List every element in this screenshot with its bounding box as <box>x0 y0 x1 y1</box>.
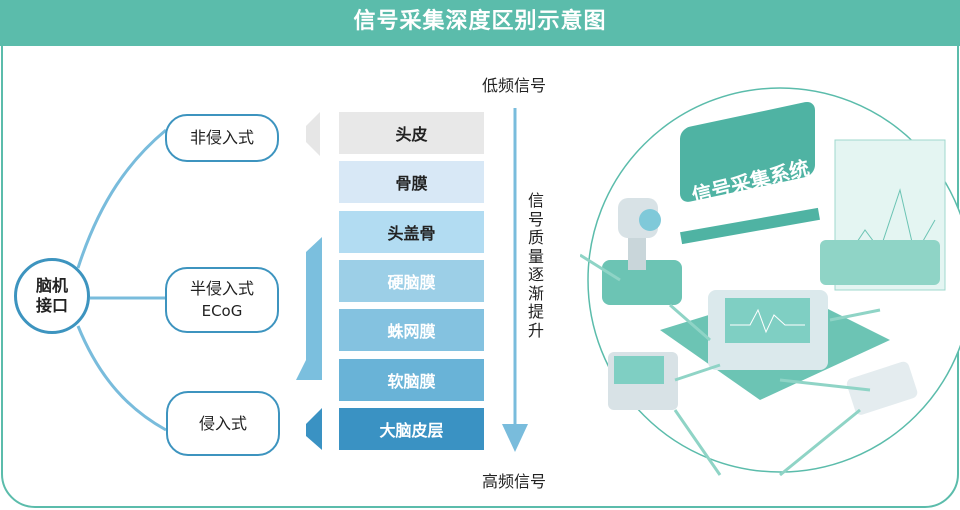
axis-middle-label: 信号质量逐渐提升 <box>528 191 545 340</box>
connector-noninvasive <box>76 128 167 269</box>
signal-system-illustration: 信号采集系统 <box>580 87 960 477</box>
connector-plug-icon <box>846 361 918 415</box>
layer-0: 头皮 <box>339 112 484 154</box>
cables <box>580 253 881 477</box>
root-line2: 接口 <box>35 296 68 315</box>
layer-5: 软脑膜 <box>339 358 484 401</box>
layer-2: 头盖骨 <box>339 210 484 253</box>
category-label: 非侵入式 <box>189 128 254 147</box>
axis-top-label: 低频信号 <box>482 76 547 95</box>
layer-3: 硬脑膜 <box>339 259 484 302</box>
root-line1: 脑机 <box>35 276 68 295</box>
quality-arrow-head <box>502 424 528 452</box>
category-noninvasive: 非侵入式 <box>165 114 279 162</box>
category-label: 半侵入式 <box>189 279 254 298</box>
category-label: 侵入式 <box>198 413 247 433</box>
layer-4: 蛛网膜 <box>339 309 484 352</box>
layer-6: 大脑皮层 <box>339 407 484 450</box>
page-title: 信号采集深度区别示意图 <box>0 0 960 46</box>
bracket-noninvasive <box>306 112 320 156</box>
axis-bottom-label: 高频信号 <box>482 472 547 491</box>
camera-icon <box>602 198 682 305</box>
category-sublabel: ECoG <box>201 302 243 320</box>
sign-board-icon: 信号采集系统 <box>680 101 820 245</box>
bracket-invasive <box>306 408 322 450</box>
category-semi-invasive: 半侵入式 ECoG <box>165 267 279 333</box>
monitor-panel-icon <box>820 139 946 291</box>
category-invasive: 侵入式 <box>166 391 280 456</box>
central-device-icon <box>660 290 890 400</box>
sensor-box-icon <box>608 352 678 410</box>
connector-invasive <box>76 325 167 432</box>
root-node: 脑机 接口 <box>14 258 90 334</box>
bracket-semi <box>296 237 322 380</box>
layer-1: 骨膜 <box>339 161 484 204</box>
